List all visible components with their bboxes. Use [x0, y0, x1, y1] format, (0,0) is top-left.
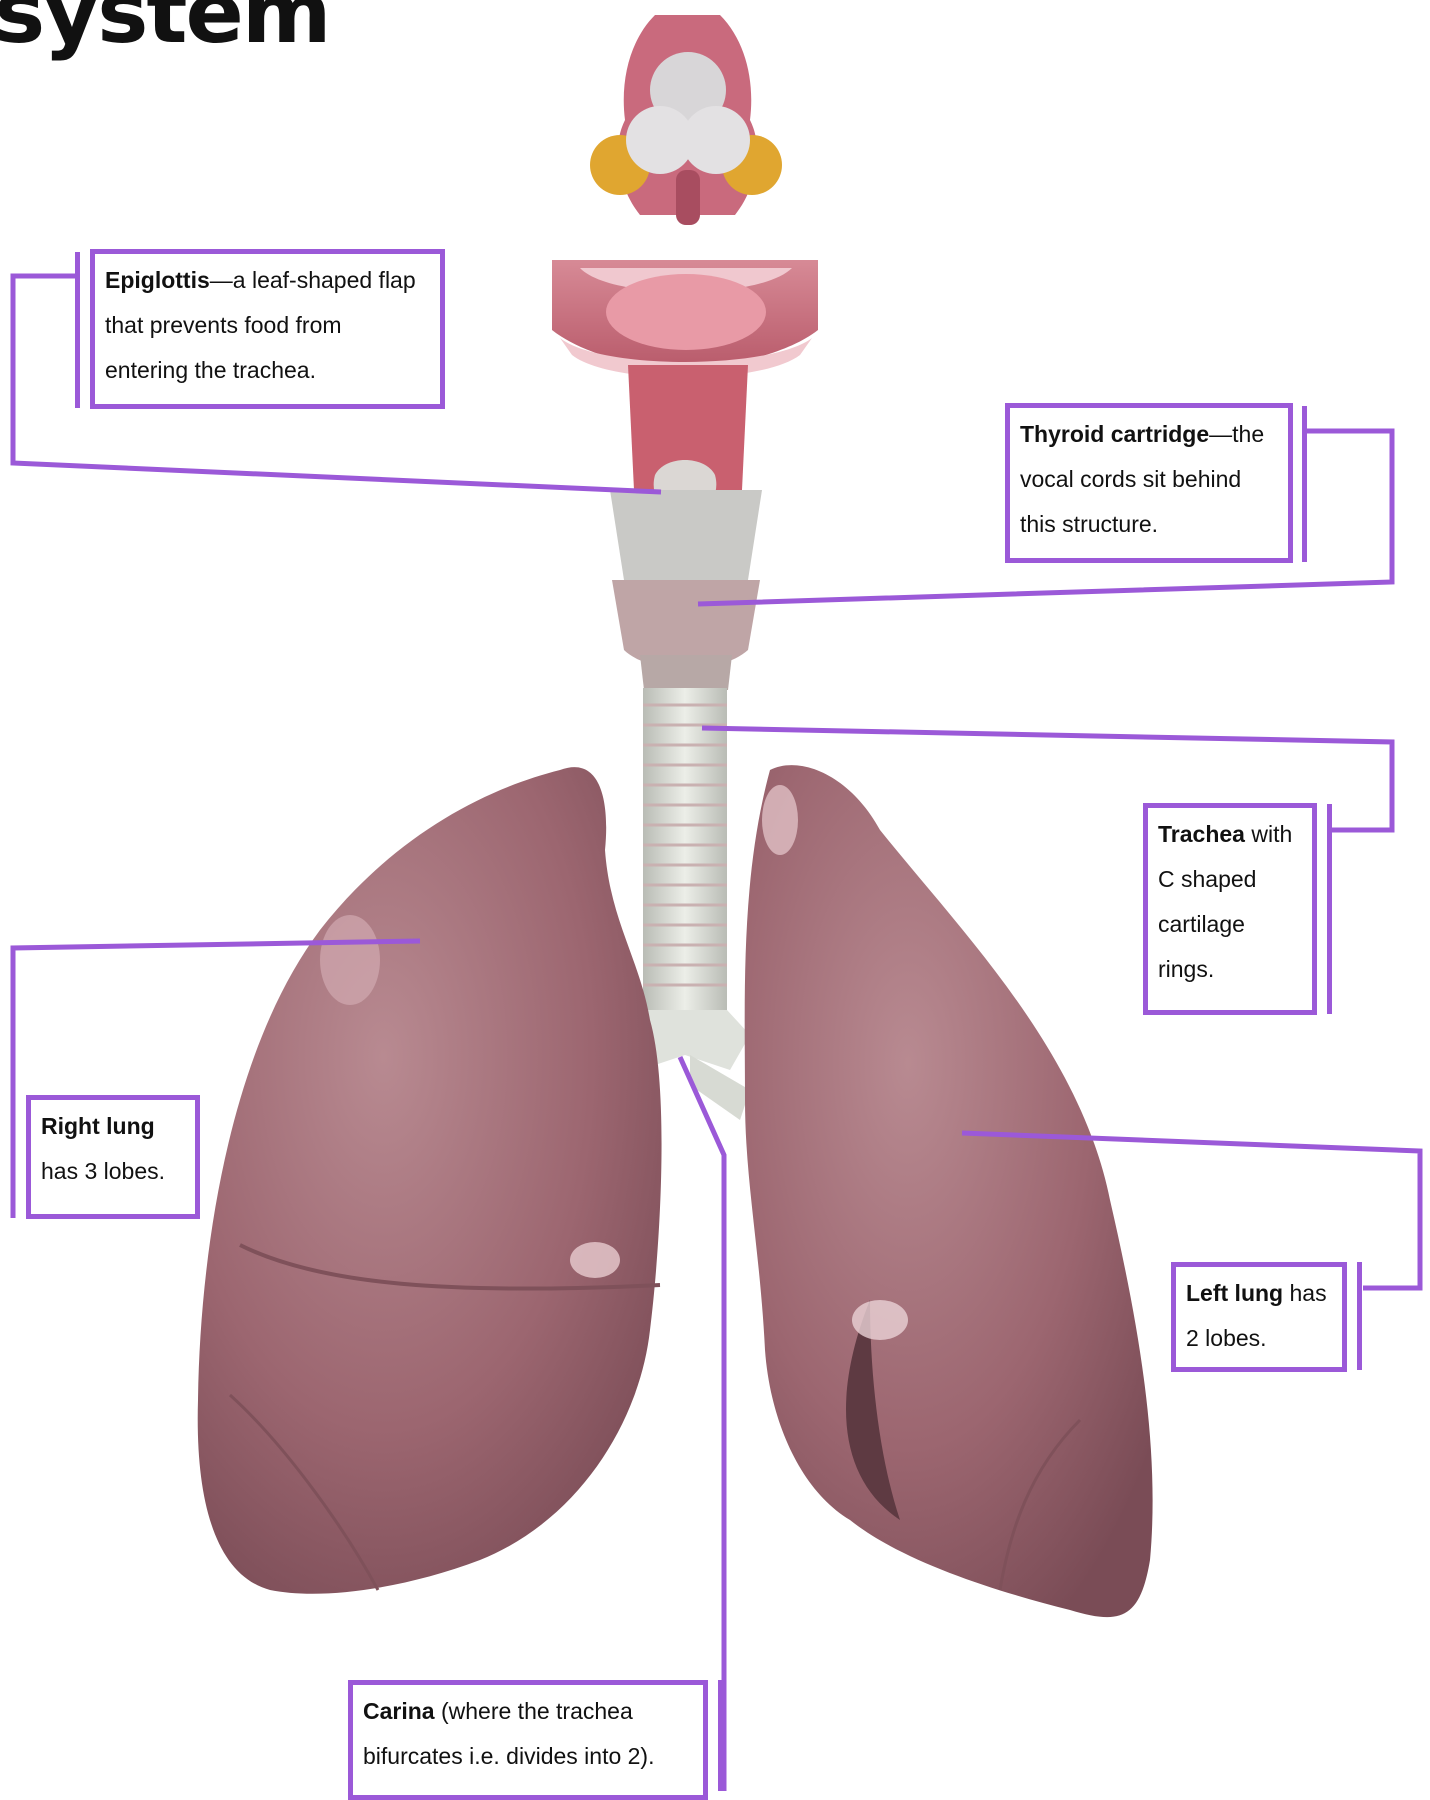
thyroid-term: Thyroid cartridge: [1020, 421, 1209, 447]
right-lung: [198, 767, 662, 1594]
carina-label: Carina (where the trachea bifurcates i.e…: [348, 1680, 708, 1800]
right-lung-description: has 3 lobes.: [41, 1158, 165, 1184]
thyroid-label-bar: [1302, 406, 1307, 562]
trachea-label-bar: [1327, 804, 1332, 1014]
epiglottis-term: Epiglottis: [105, 267, 210, 293]
epiglottis-label-bar: [75, 252, 80, 408]
trachea-label: Trachea with C shaped cartilage rings.: [1143, 803, 1317, 1015]
mouth: [552, 260, 818, 378]
left-lung-term: Left lung: [1186, 1280, 1283, 1306]
thyroid-cartridge-label: Thyroid cartridge—the vocal cords sit be…: [1005, 403, 1293, 563]
carina-term: Carina: [363, 1698, 435, 1724]
right-lung-term: Right lung: [41, 1113, 155, 1139]
right-lung-label: Right lung has 3 lobes.: [26, 1095, 200, 1219]
left-lung-label-bar: [1357, 1262, 1362, 1370]
larynx: [610, 490, 762, 690]
left-lung-label: Left lung has 2 lobes.: [1171, 1262, 1347, 1372]
left-lung: [745, 765, 1153, 1617]
epiglottis-label: Epiglottis—a leaf-shaped flap that preve…: [90, 249, 445, 409]
carina-label-bar: [718, 1680, 723, 1791]
trachea-term: Trachea: [1158, 821, 1245, 847]
nasal-cavity: [590, 15, 782, 225]
